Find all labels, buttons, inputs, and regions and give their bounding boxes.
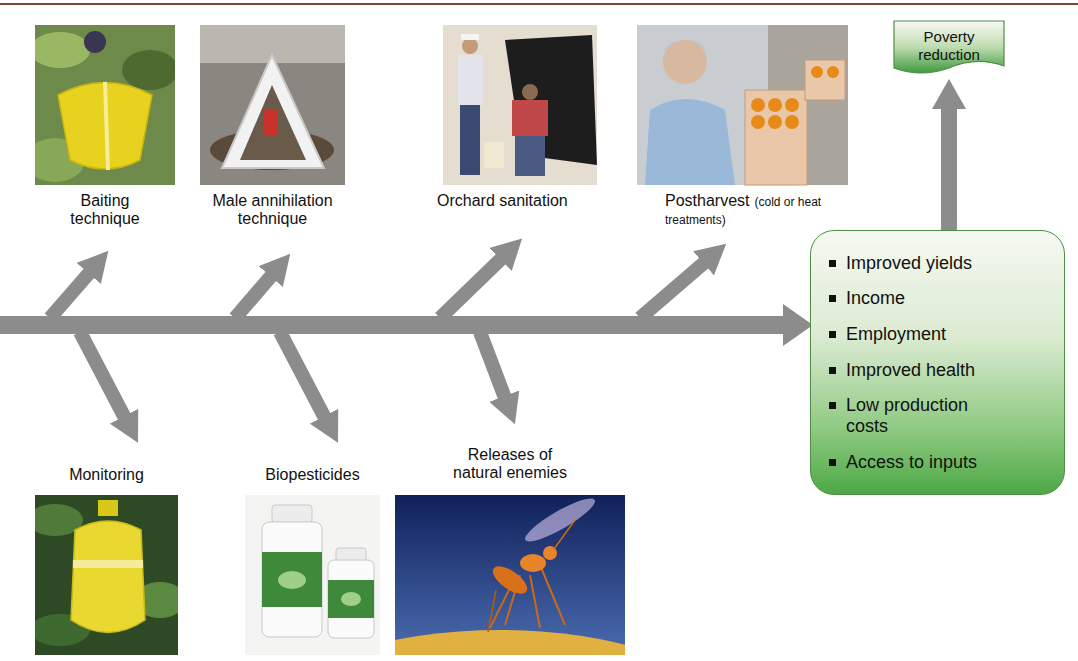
fruit xyxy=(768,98,782,112)
wasp-leg xyxy=(540,565,565,625)
bottle-cap xyxy=(272,505,312,523)
bullet-square xyxy=(829,459,836,466)
method-photo: Orchard sanitation xyxy=(437,25,607,210)
sanitation-photo xyxy=(443,25,597,185)
person-legs xyxy=(515,136,545,176)
hair xyxy=(663,40,707,52)
cap xyxy=(461,34,479,40)
person-legs xyxy=(460,105,480,175)
flow-arrow xyxy=(941,107,957,230)
branch-arrow xyxy=(80,332,125,418)
photo-ground xyxy=(245,495,380,655)
outcome-banner: Poverty reduction xyxy=(893,20,1005,77)
bottle-label xyxy=(328,580,374,618)
photo-caption: Orchard sanitation xyxy=(437,192,607,210)
branch-arrow xyxy=(440,258,502,318)
method-photo: Releases of natural enemies xyxy=(395,446,625,645)
benefit-item: Low production costs xyxy=(846,395,1011,436)
method-photo: Baiting technique xyxy=(35,25,175,229)
branch-arrow xyxy=(50,272,90,318)
leaf xyxy=(122,50,175,90)
trap-inside xyxy=(240,85,306,160)
bullet-square xyxy=(829,295,836,302)
postharvest-photo xyxy=(637,25,848,185)
wasp-antenna xyxy=(554,520,575,549)
person-head xyxy=(522,84,538,100)
bottle-label xyxy=(262,552,322,607)
fruit xyxy=(785,98,799,112)
branch-arrow xyxy=(640,262,705,318)
leaf xyxy=(35,32,90,68)
benefit-item: Employment xyxy=(846,324,946,345)
photo-caption: Biopesticides xyxy=(245,466,380,484)
benefit-item: Access to inputs xyxy=(846,452,977,473)
fruit xyxy=(827,66,839,78)
top-rule xyxy=(0,3,1078,5)
trap-seam xyxy=(105,82,108,170)
fruit xyxy=(751,98,765,112)
branch-arrow xyxy=(480,332,505,398)
benefit-item: Improved health xyxy=(846,360,975,381)
fruit xyxy=(811,66,823,78)
trap-cone xyxy=(58,83,152,170)
triangle-trap xyxy=(222,55,324,168)
spine-arrow xyxy=(0,316,785,334)
wasp-photo xyxy=(395,495,625,655)
photo-ground xyxy=(443,25,597,185)
crate xyxy=(805,60,845,100)
fruit xyxy=(768,115,782,129)
banner-outline xyxy=(894,21,1004,73)
label-leaf xyxy=(341,592,361,606)
person-body xyxy=(645,99,735,185)
bottle xyxy=(328,560,374,638)
bait-trap-photo xyxy=(35,25,175,185)
benefits-box: Improved yieldsIncomeEmploymentImproved … xyxy=(810,230,1065,495)
person-head xyxy=(462,38,478,54)
wasp-ovipositor xyxy=(488,590,496,632)
outcome-text: Poverty reduction xyxy=(893,28,1005,69)
monitoring-trap-photo xyxy=(35,495,178,655)
fruit xyxy=(785,115,799,129)
benefit-item: Improved yields xyxy=(846,253,972,274)
person-head xyxy=(663,40,707,84)
bucket xyxy=(484,142,504,168)
trap-band xyxy=(73,560,143,568)
photo-caption: Male annihilation technique xyxy=(207,192,339,229)
photo-caption: Releases of natural enemies xyxy=(445,446,575,483)
method-photo: Male annihilation technique xyxy=(200,25,345,229)
wasp-leg xyxy=(530,575,540,628)
method-photo: Monitoring xyxy=(35,466,178,646)
wasp-thorax xyxy=(520,554,546,572)
fruit xyxy=(84,31,106,53)
fruit-surface xyxy=(395,630,625,655)
method-photo: Biopesticides xyxy=(245,466,380,646)
photo-caption: Monitoring xyxy=(35,466,178,484)
bullet-square xyxy=(829,367,836,374)
photo-ground xyxy=(200,25,345,185)
fruit xyxy=(751,115,765,129)
method-photo: Postharvest(cold or heat treatments) xyxy=(637,25,848,229)
person-body xyxy=(458,55,483,105)
bullet-square xyxy=(829,331,836,338)
biopesticide-photo xyxy=(245,495,380,655)
bullet-square xyxy=(829,260,836,267)
label-leaf xyxy=(278,571,306,589)
person-body xyxy=(512,100,548,136)
trap-body xyxy=(71,521,145,633)
photo-caption: Postharvest xyxy=(665,192,749,209)
photo-caption: Baiting technique xyxy=(49,192,161,229)
bottle xyxy=(262,522,322,637)
photo-ground xyxy=(637,25,848,185)
lure xyxy=(264,110,278,136)
benefit-item: Income xyxy=(846,288,905,309)
branch-arrow xyxy=(235,275,272,318)
trap-hook xyxy=(98,500,118,516)
bullet-square xyxy=(829,402,836,409)
crate xyxy=(745,90,807,185)
branch-arrow xyxy=(280,332,325,418)
triangle-trap-photo xyxy=(200,25,345,185)
